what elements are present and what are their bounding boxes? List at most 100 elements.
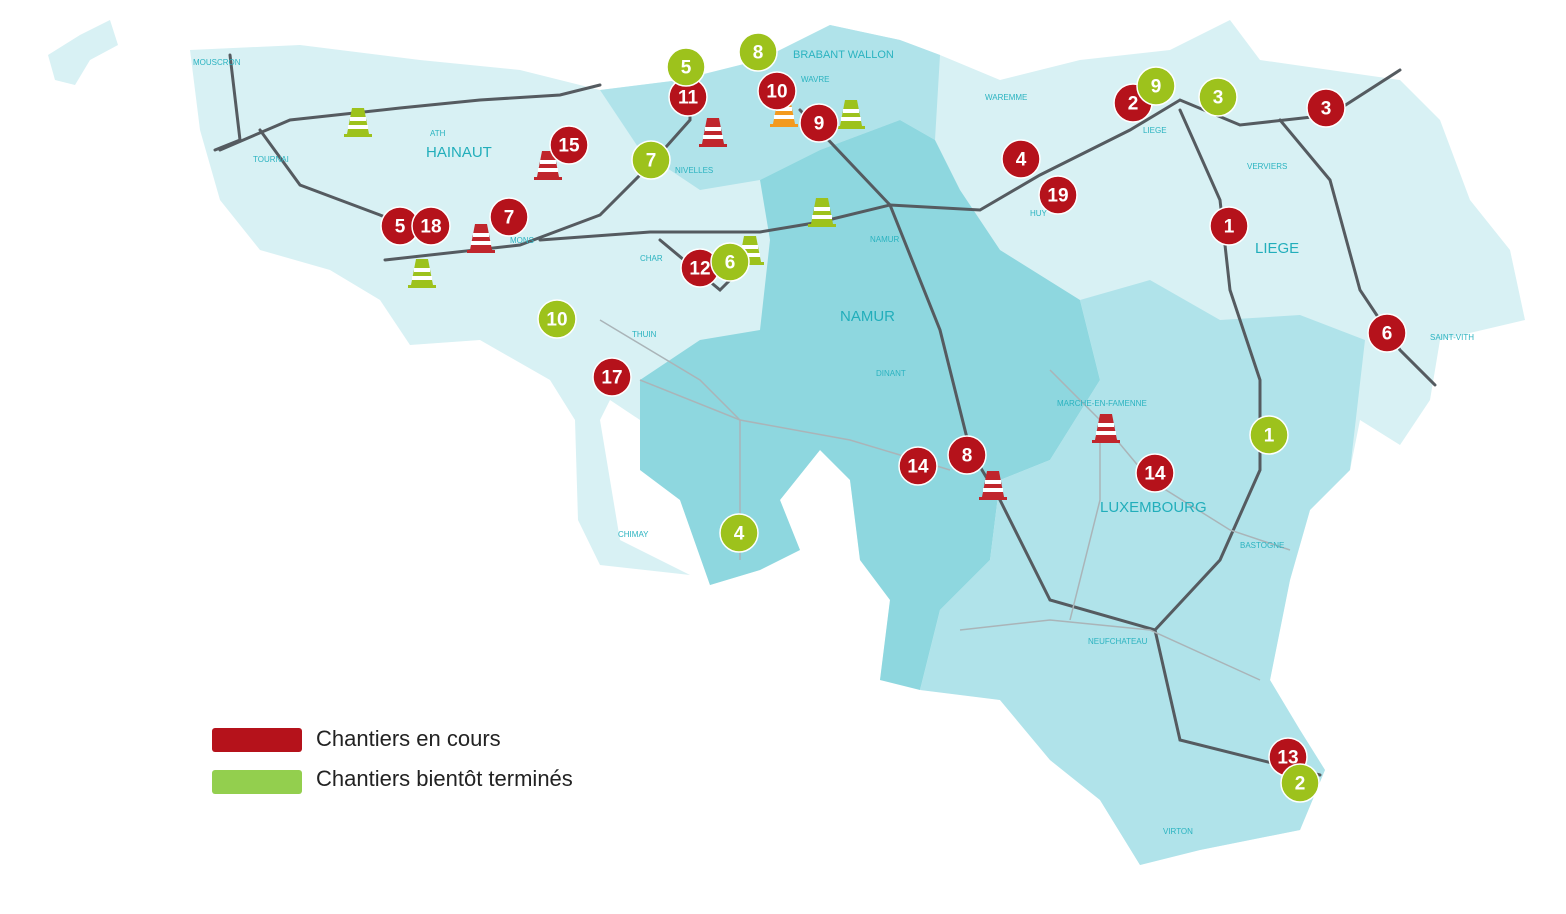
secondary-roads [599, 319, 1291, 681]
marker-circle [666, 47, 706, 87]
marker-circle [1136, 66, 1176, 106]
marker-circle [719, 513, 759, 553]
marker-circle [592, 357, 632, 397]
marker-label: 2 [1128, 94, 1139, 115]
place-huy: HUY [1030, 209, 1048, 218]
worksite-marker-in-progress[interactable]: 14 [1135, 453, 1175, 493]
place-nivelles: NIVELLES [675, 166, 713, 175]
marker-circle [1038, 175, 1078, 215]
worksite-marker-in-progress[interactable]: 11 [668, 77, 708, 117]
worksite-marker-almost-done[interactable]: 6 [710, 242, 750, 282]
marker-label: 5 [395, 217, 406, 238]
worksite-marker-almost-done[interactable]: 4 [719, 513, 759, 553]
marker-label: 6 [725, 253, 736, 274]
worksite-marker-in-progress[interactable]: 17 [592, 357, 632, 397]
worksite-marker-almost-done[interactable]: 5 [666, 47, 706, 87]
place-tournai: TOURNAI [253, 155, 289, 164]
worksite-marker-in-progress[interactable]: 3 [1306, 88, 1346, 128]
marker-circle [1135, 453, 1175, 493]
traffic-cone-icon [467, 224, 495, 253]
legend-label-in-progress: Chantiers en cours [316, 726, 501, 751]
worksite-marker-in-progress[interactable]: 15 [549, 125, 589, 165]
marker-label: 14 [907, 457, 929, 478]
marker-circle [1198, 77, 1238, 117]
worksite-marker-in-progress[interactable]: 7 [489, 197, 529, 237]
marker-circle [1249, 415, 1289, 455]
place-ath: ATH [430, 129, 446, 138]
marker-circle [947, 435, 987, 475]
marker-circle [710, 242, 750, 282]
worksite-marker-almost-done[interactable]: 8 [738, 32, 778, 72]
place-waremme: WAREMME [985, 93, 1027, 102]
marker-label: 11 [678, 88, 699, 109]
label-luxembourg: LUXEMBOURG [1100, 499, 1207, 516]
worksite-marker-in-progress[interactable]: 12 [680, 248, 720, 288]
province-namur [640, 120, 1100, 690]
marker-circle [411, 206, 451, 246]
worksite-marker-almost-done[interactable]: 3 [1198, 77, 1238, 117]
marker-label: 10 [766, 82, 787, 103]
place-verviers: VERVIERS [1247, 162, 1287, 171]
marker-label: 3 [1321, 99, 1332, 120]
marker-label: 9 [814, 114, 825, 135]
label-namur: NAMUR [840, 308, 895, 325]
place-neufchateau: NEUFCHATEAU [1088, 637, 1148, 646]
place-thuin: THUIN [632, 330, 657, 339]
traffic-cone-icon [837, 100, 865, 129]
marker-label: 17 [601, 368, 622, 389]
marker-circle [738, 32, 778, 72]
place-labels: MOUSCRON TOURNAI ATH MONS NIVELLES CHAR … [193, 58, 1474, 836]
worksite-marker-in-progress[interactable]: 10 [757, 71, 797, 111]
marker-label: 4 [734, 524, 745, 545]
worksite-marker-almost-done[interactable]: 1 [1249, 415, 1289, 455]
traffic-cone-icon [534, 151, 562, 180]
marker-circle [631, 140, 671, 180]
marker-label: 7 [646, 151, 657, 172]
worksite-marker-almost-done[interactable]: 2 [1280, 763, 1320, 803]
marker-label: 8 [962, 446, 973, 467]
place-liege: LIEGE [1143, 126, 1167, 135]
label-brabant-wallon: BRABANT WALLON [793, 49, 894, 61]
marker-label: 8 [753, 43, 764, 64]
worksite-marker-almost-done[interactable]: 9 [1136, 66, 1176, 106]
traffic-cone-icon [699, 118, 727, 147]
marker-label: 5 [681, 58, 692, 79]
worksite-marker-almost-done[interactable]: 10 [537, 299, 577, 339]
place-virton: VIRTON [1163, 827, 1193, 836]
marker-label: 6 [1382, 324, 1393, 345]
marker-label: 18 [420, 217, 441, 238]
marker-circle [1367, 313, 1407, 353]
place-bastogne: BASTOGNE [1240, 541, 1284, 550]
marker-circle [1280, 763, 1320, 803]
marker-label: 4 [1016, 150, 1027, 171]
traffic-cone-icon [808, 198, 836, 227]
marker-circle [757, 71, 797, 111]
marker-circle [799, 103, 839, 143]
marker-label: 19 [1047, 186, 1068, 207]
place-dinant: DINANT [876, 369, 906, 378]
place-marche: MARCHE-EN-FAMENNE [1057, 399, 1147, 408]
marker-label: 2 [1295, 774, 1306, 795]
worksite-marker-in-progress[interactable]: 4 [1001, 139, 1041, 179]
worksite-marker-in-progress[interactable]: 19 [1038, 175, 1078, 215]
marker-label: 10 [546, 310, 567, 331]
legend-swatch-in-progress [212, 728, 302, 752]
marker-label: 13 [1277, 748, 1298, 769]
marker-circle [1209, 206, 1249, 246]
traffic-cone-icon [1092, 414, 1120, 443]
worksite-marker-almost-done[interactable]: 7 [631, 140, 671, 180]
marker-circle [1306, 88, 1346, 128]
worksite-marker-in-progress[interactable]: 14 [898, 446, 938, 486]
marker-label: 7 [504, 208, 515, 229]
worksite-marker-in-progress[interactable]: 18 [411, 206, 451, 246]
place-saint-vith: SAINT-VITH [1430, 333, 1474, 342]
worksite-marker-in-progress[interactable]: 9 [799, 103, 839, 143]
worksite-marker-in-progress[interactable]: 6 [1367, 313, 1407, 353]
marker-circle [898, 446, 938, 486]
worksite-marker-in-progress[interactable]: 1 [1209, 206, 1249, 246]
marker-label: 9 [1151, 77, 1162, 98]
marker-label: 12 [689, 259, 710, 280]
worksite-marker-in-progress[interactable]: 8 [947, 435, 987, 475]
label-liege: LIEGE [1255, 240, 1299, 257]
